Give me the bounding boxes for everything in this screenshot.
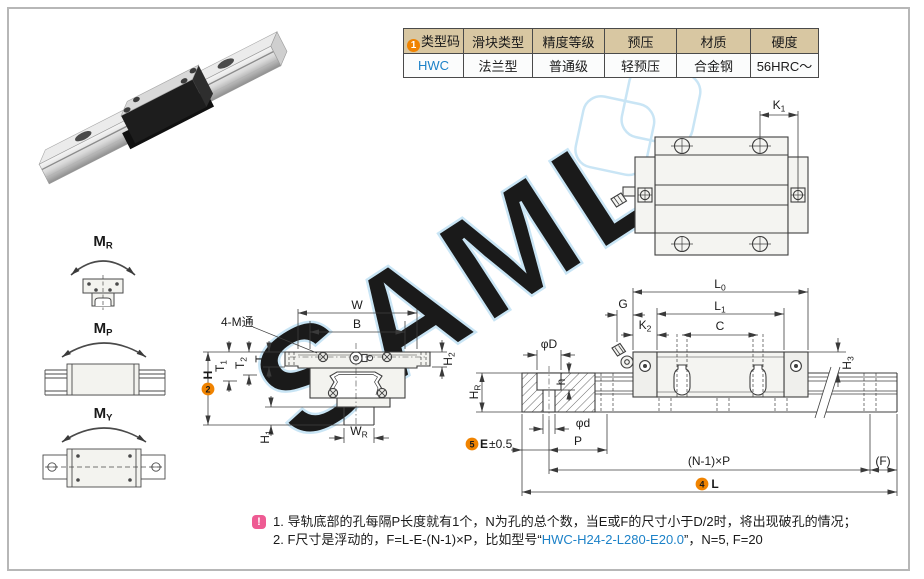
dim-h1: H1 [258, 430, 274, 444]
dim-phi-d: φd [576, 416, 590, 430]
spec-table-value-row: HWC 法兰型 普通级 轻预压 合金钢 56HRC～ [403, 53, 819, 78]
side-view-labels: L0 L1 G K2 C H3 φD h HR φd 5 E ±0.5 P (N… [465, 277, 891, 491]
dim-h2: H2 [441, 352, 457, 366]
badge-1: 1 [406, 38, 420, 52]
dim-np: (N-1)×P [688, 454, 730, 468]
spec-value-type-code: HWC [403, 53, 464, 78]
hidden-hole-lines [600, 373, 877, 412]
moment-diagrams: MR MP [42, 233, 166, 488]
break-gap [815, 367, 840, 418]
dim-phi-D: φD [541, 337, 558, 351]
dim-h3: H3 [840, 356, 856, 370]
my-label: MY [94, 405, 114, 424]
dim-l1: L1 [714, 299, 726, 315]
note-line-1: 1. 导轨底部的孔每隔P长度就有1个，N为孔的总个数，当E或F的尺寸小于D/2时… [273, 514, 857, 529]
badge-4 [695, 477, 709, 491]
spec-value-material: 合金钢 [676, 53, 751, 78]
spec-col-preload: 预压 [604, 28, 677, 54]
dim-g: G [618, 297, 627, 311]
dim-h-depth: h [554, 379, 568, 386]
top-view-holes [637, 137, 806, 253]
dim-b: B [353, 317, 361, 331]
spec-value-hardness: 56HRC～ [750, 53, 819, 78]
carriage-block-side [611, 334, 809, 398]
spec-col-accuracy: 精度等级 [532, 28, 605, 54]
dim-wr: WR [350, 424, 367, 440]
my-mini-drawing [42, 448, 166, 488]
spec-value-accuracy: 普通级 [532, 53, 605, 78]
moment-diagram-mr: MR [70, 233, 136, 310]
dim-hr: HR [467, 385, 483, 400]
mp-arrow [61, 342, 147, 358]
svg-text:5: 5 [469, 440, 474, 450]
warning-icon: ! [252, 515, 266, 529]
page-border [7, 7, 910, 571]
dim-e-tol: ±0.5 [489, 437, 513, 451]
product-photo [38, 31, 288, 185]
side-view-dimensions [476, 288, 898, 496]
dim-l: L [711, 477, 718, 491]
spec-col-block-type: 滑块类型 [463, 28, 533, 54]
svg-text:2: 2 [205, 385, 210, 395]
dim-l0: L0 [714, 277, 726, 293]
spec-col-material: 材质 [676, 28, 751, 54]
svg-text:4: 4 [699, 480, 704, 490]
dim-k1: K1 [773, 98, 786, 114]
moment-diagram-my: MY [42, 405, 166, 488]
moment-diagram-mp: MP [44, 320, 166, 396]
side-view: L0 L1 G K2 C H3 φD h HR φd 5 E ±0.5 P (N… [465, 277, 898, 496]
dim-w: W [351, 298, 363, 312]
cross-section-view: W B H2 T1 T2 T 2 H H1 WR 4-M通 [201, 298, 457, 444]
notes: ! 1. 导轨底部的孔每隔P长度就有1个，N为孔的总个数，当E或F的尺寸小于D/… [252, 513, 902, 549]
my-arrow [61, 427, 147, 443]
dim-p: P [574, 434, 582, 448]
top-view-dimensions [759, 111, 799, 189]
dim-e: E [480, 437, 488, 451]
cross-section-dimensions [203, 309, 447, 443]
spec-value-preload: 轻预压 [604, 53, 677, 78]
bolt-callout: 4-M通 [221, 315, 254, 329]
dim-t2: T2 [233, 357, 249, 369]
dim-f: (F) [875, 454, 890, 468]
mp-mini-drawing [44, 363, 166, 396]
watermark-text: SAML [224, 85, 699, 475]
mr-arrow [70, 260, 136, 276]
note-line-2: 2. F尺寸是浮动的，F=L-E-(N-1)×P，比如型号“HWC-H24-2-… [273, 532, 763, 547]
grease-nipple-icon [610, 186, 636, 208]
spec-col-hardness: 硬度 [750, 28, 819, 54]
dim-t1: T1 [213, 360, 229, 372]
grease-nipple-icon [611, 342, 634, 369]
dim-h: H [201, 371, 215, 380]
mr-mini-drawing [82, 275, 124, 310]
spec-value-block-type: 法兰型 [463, 53, 533, 78]
cross-section-labels: W B H2 T1 T2 T 2 H H1 WR 4-M通 [201, 298, 457, 444]
dim-k2: K2 [639, 318, 652, 334]
top-view: K1 [610, 98, 809, 256]
model-number: HWC-H24-2-L280-E20.0 [541, 532, 685, 547]
badge-5 [465, 437, 479, 451]
mp-label: MP [94, 320, 114, 339]
dim-c: C [716, 319, 725, 333]
mr-label: MR [93, 233, 113, 252]
badge-2 [201, 382, 215, 396]
dim-t: T [253, 355, 267, 363]
